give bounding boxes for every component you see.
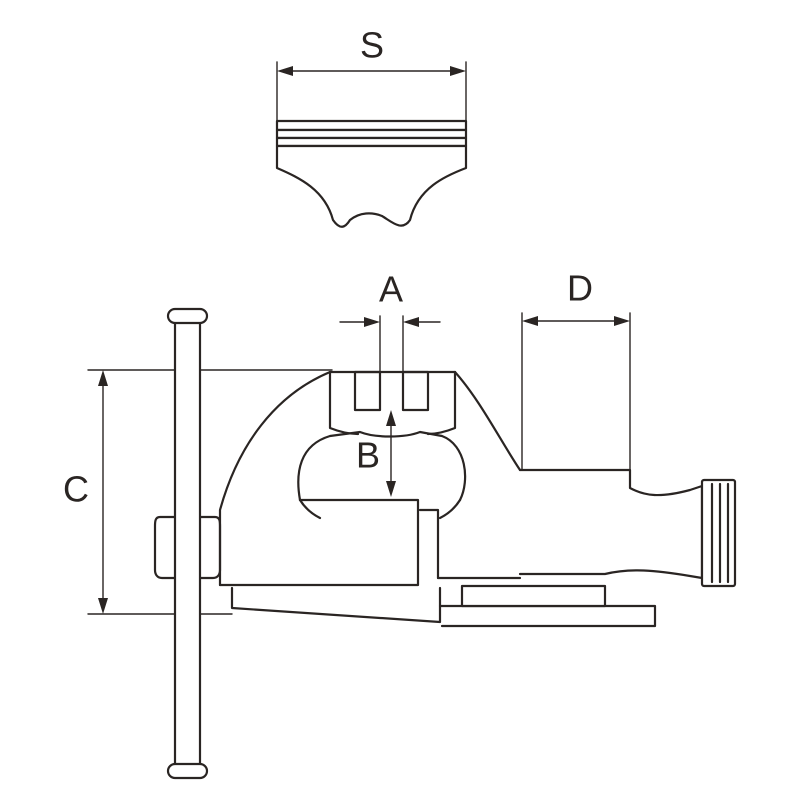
label-s: S (360, 25, 384, 66)
jaw-profile-top-view (275, 61, 468, 228)
arrow-down-icon (386, 481, 396, 497)
vise-base (230, 584, 657, 628)
arrow-down-icon (98, 598, 108, 614)
fixed-jaw (418, 370, 522, 580)
handle-bar (166, 307, 209, 780)
dimension-a (339, 315, 441, 411)
slide-bar (518, 468, 737, 588)
arrow-left-icon (277, 66, 293, 76)
dimension-d (521, 312, 631, 471)
arrow-right-icon (364, 317, 380, 327)
label-a: A (379, 269, 403, 310)
arrow-right-icon (450, 66, 466, 76)
arrow-up-icon (98, 370, 108, 386)
arrow-up-icon (386, 410, 396, 426)
dimension-c (87, 369, 333, 615)
screw-housing (153, 515, 222, 580)
dimension-b (386, 410, 396, 497)
arrow-left-icon (403, 317, 419, 327)
label-d: D (567, 268, 593, 309)
movable-jaw (218, 370, 467, 587)
arrow-right-icon (614, 316, 630, 326)
jaw-body (275, 144, 468, 228)
label-b: B (356, 435, 380, 476)
label-c: C (63, 469, 89, 510)
arrow-left-icon (522, 316, 538, 326)
